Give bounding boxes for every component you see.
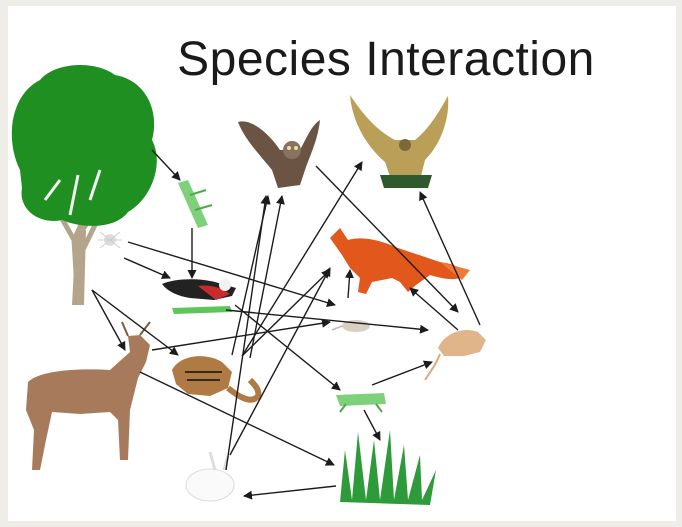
bird-icon [162, 279, 236, 300]
deer-icon [26, 322, 150, 470]
owl-icon [238, 120, 320, 188]
caterpillar-icon [172, 306, 232, 314]
spider-icon [98, 232, 122, 248]
grasshopper-icon [336, 393, 386, 412]
fox-icon [330, 228, 470, 294]
rat-icon [425, 330, 486, 380]
hawk-icon [350, 95, 448, 188]
grasshopper-icon [178, 180, 212, 228]
tree-icon [12, 65, 157, 305]
rabbit-icon [186, 452, 234, 501]
grass-icon [340, 430, 436, 505]
